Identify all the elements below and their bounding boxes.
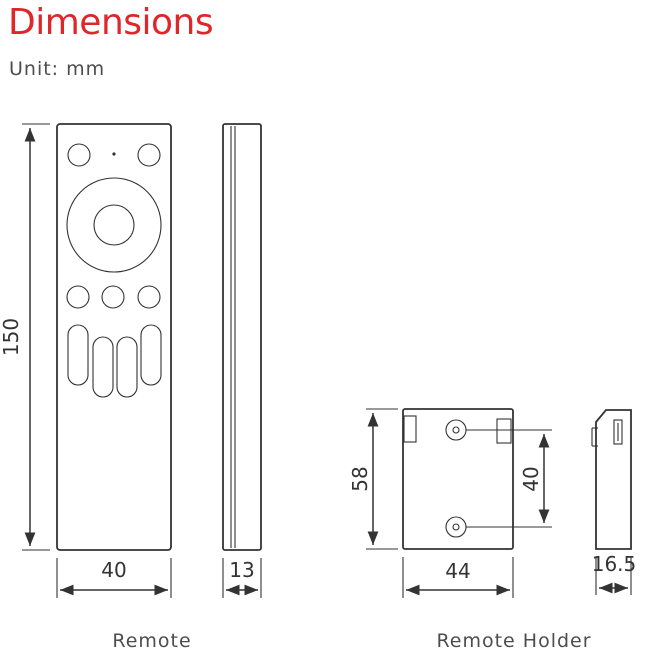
holder-width-label: 44 [445, 559, 470, 583]
holder-depth-dimension: 16.5 [592, 552, 637, 595]
holder-hole-spacing-dimension: 40 [466, 429, 552, 528]
holder-front-view [402, 408, 514, 550]
holder-side-clip [613, 419, 623, 445]
holder-caption: Remote Holder [436, 630, 591, 652]
remote-front-view [56, 123, 172, 551]
remote-height-dimension: 150 [0, 123, 50, 551]
holder-height-dimension: 58 [348, 408, 398, 550]
holder-width-dimension: 44 [402, 557, 514, 598]
remote-rocker-button-3 [116, 336, 138, 398]
remote-rocker-button-4 [140, 324, 162, 386]
remote-width-label: 40 [101, 558, 126, 582]
remote-side-body [222, 123, 262, 551]
remote-caption: Remote [112, 630, 191, 652]
remote-rocker-button-2 [92, 336, 114, 398]
remote-body [56, 123, 172, 551]
remote-thickness-dimension: 13 [222, 558, 262, 598]
remote-top-left-button [67, 143, 91, 167]
holder-side-view [591, 409, 632, 550]
remote-width-dimension: 40 [56, 558, 172, 598]
remote-thickness-label: 13 [229, 558, 254, 582]
unit-label: Unit: mm [9, 58, 106, 80]
remote-round-button-2 [101, 285, 125, 309]
holder-body [402, 408, 514, 550]
remote-height-label: 150 [0, 318, 23, 356]
holder-depth-label: 16.5 [592, 552, 637, 576]
holder-height-label: 58 [348, 466, 372, 491]
remote-center-button [93, 204, 135, 246]
holder-left-slot [403, 415, 417, 443]
remote-round-button-1 [66, 285, 90, 309]
remote-round-button-3 [137, 285, 161, 309]
holder-right-slot [496, 418, 512, 444]
remote-color-wheel [66, 177, 162, 273]
holder-hole-spacing-label: 40 [519, 466, 543, 491]
remote-top-right-button [137, 143, 161, 167]
holder-side-body [595, 409, 632, 550]
page-title: Dimensions [8, 2, 214, 43]
remote-led-indicator [112, 152, 116, 156]
remote-side-view [222, 123, 262, 551]
remote-rocker-button-1 [67, 324, 89, 386]
